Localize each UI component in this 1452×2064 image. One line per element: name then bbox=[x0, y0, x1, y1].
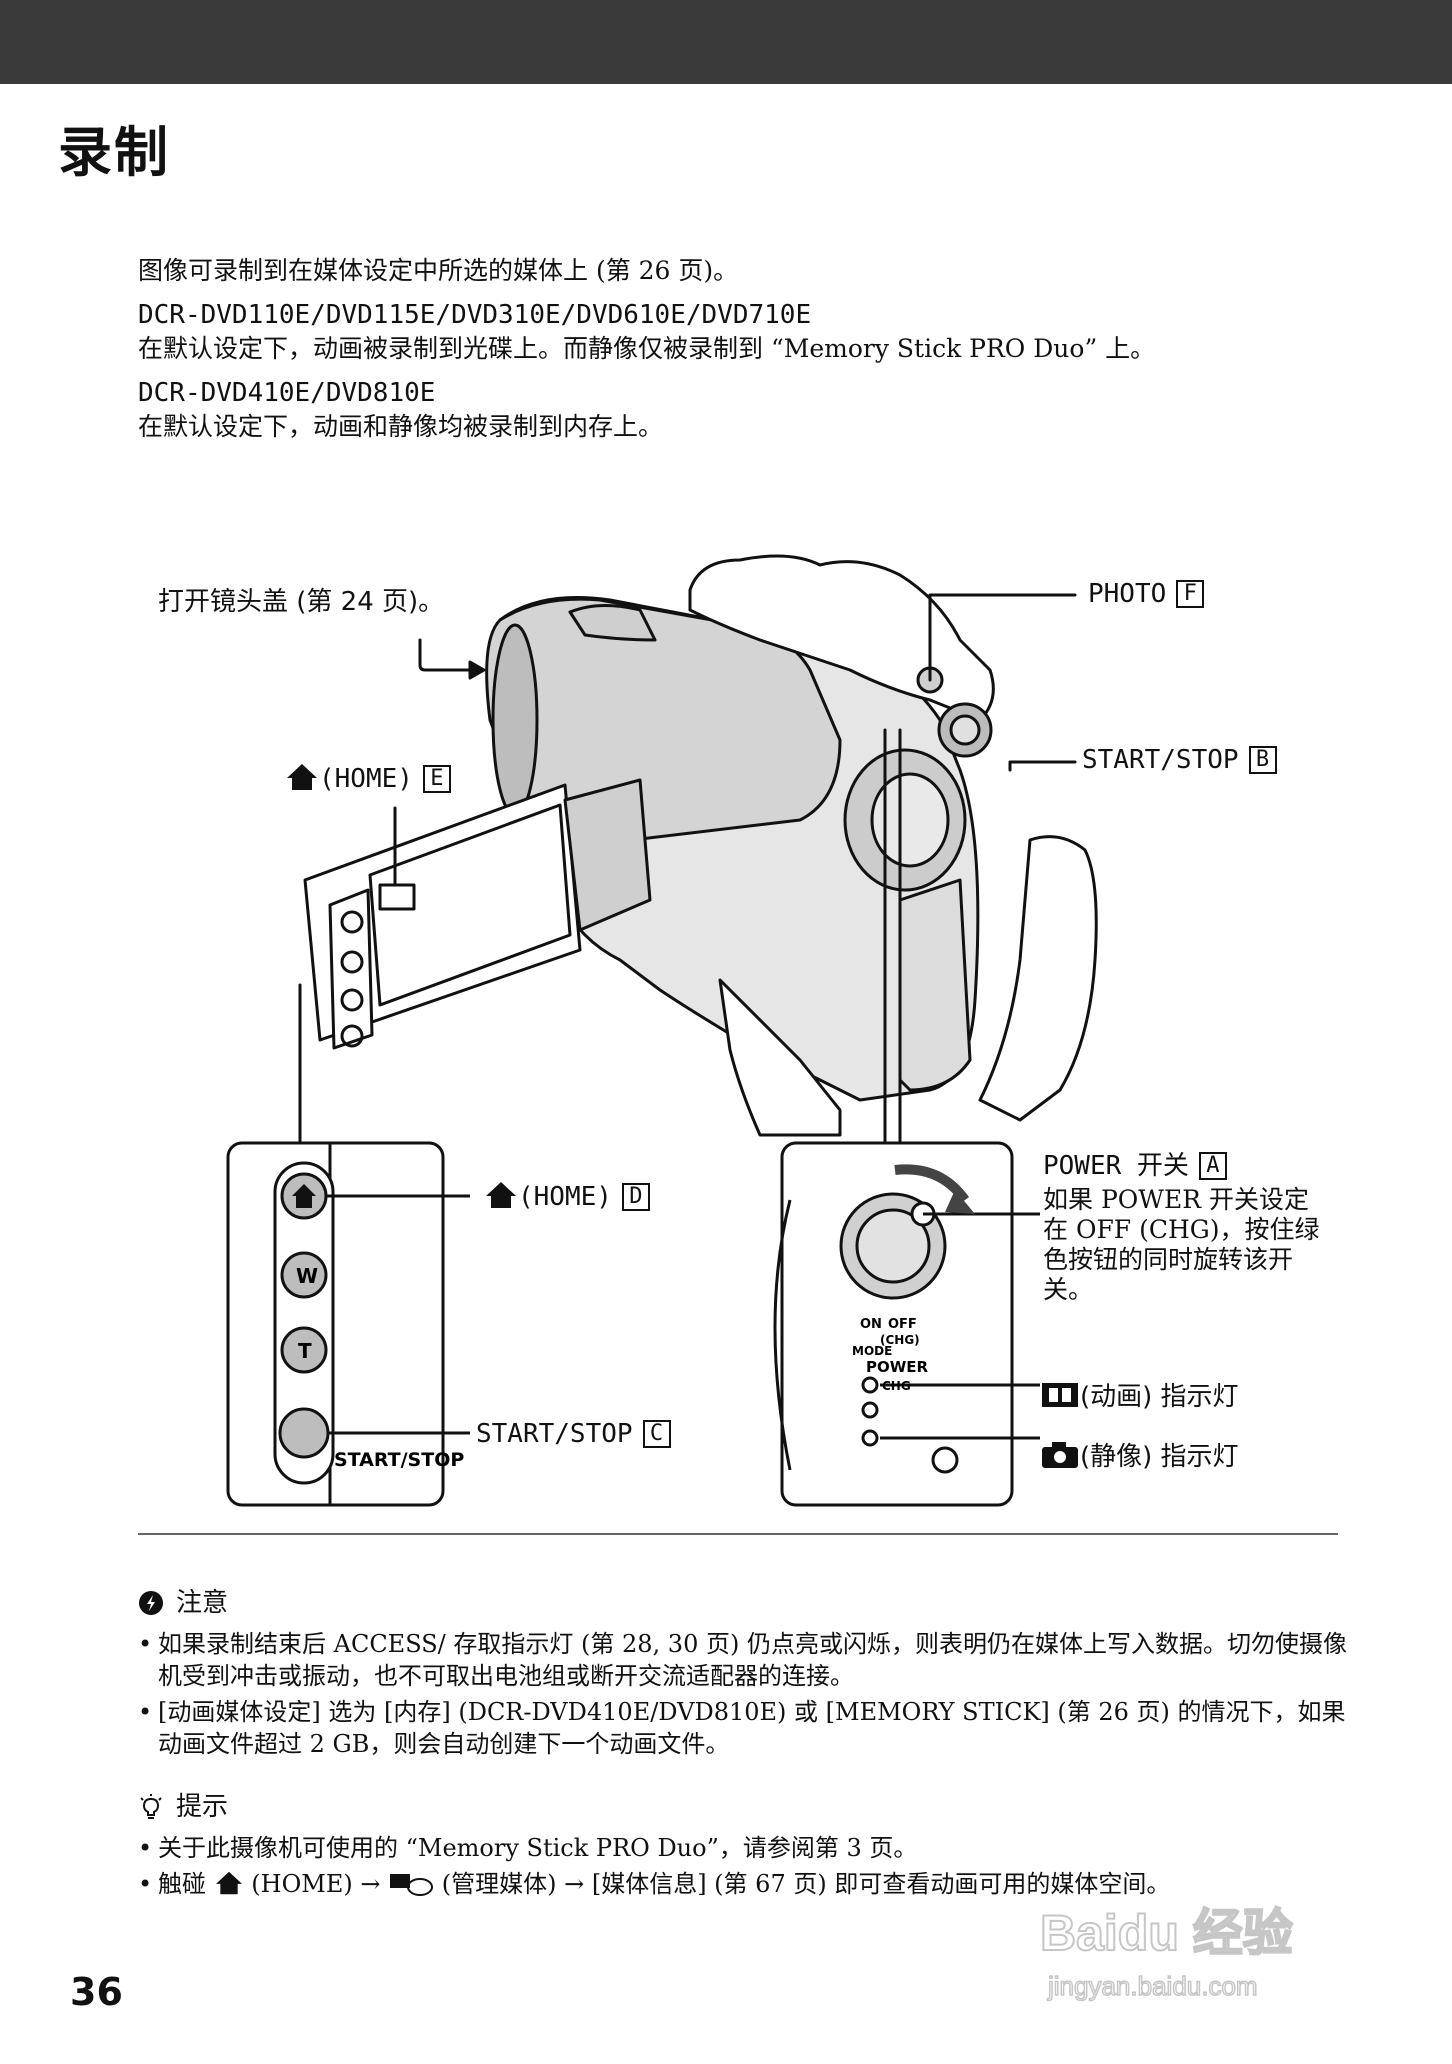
tip-item: •关于此摄像机可使用的 “Memory Stick PRO Duo”，请参阅第 … bbox=[138, 1834, 918, 1862]
dial-chg: (CHG) bbox=[880, 1333, 920, 1347]
film-icon bbox=[1042, 1383, 1078, 1407]
model-group-1: DCR-DVD110E/DVD115E/DVD310E/DVD610E/DVD7… bbox=[138, 300, 812, 330]
still-lamp-label: (静像) 指示灯 bbox=[1040, 1440, 1239, 1473]
tips-heading: 提示 bbox=[138, 1790, 1348, 1824]
home-icon bbox=[486, 1182, 516, 1208]
top-bar bbox=[0, 0, 1452, 84]
dial-off: OFF bbox=[888, 1317, 917, 1332]
tip-item: • 触碰 (HOME) → (管理媒体) → [媒体信息] (第 67 页) 即… bbox=[138, 1870, 1171, 1898]
separator bbox=[138, 1533, 1338, 1535]
movie-lamp-label: (动画) 指示灯 bbox=[1040, 1380, 1239, 1413]
page-title: 录制 bbox=[58, 121, 170, 184]
intro-line: 图像可录制到在媒体设定中所选的媒体上 (第 26 页)。 bbox=[138, 256, 739, 285]
chg-label: CHG bbox=[882, 1379, 911, 1393]
lightbulb-icon bbox=[140, 1794, 162, 1819]
model-group-2: DCR-DVD410E/DVD810E bbox=[138, 378, 436, 408]
dial-on: ON bbox=[860, 1317, 882, 1332]
home-icon bbox=[215, 1871, 242, 1895]
lens-cover-label: 打开镜头盖 (第 24 页)。 bbox=[158, 587, 445, 617]
svg-text:jingyan.baidu.com: jingyan.baidu.com bbox=[1047, 1971, 1258, 2001]
home-icon bbox=[287, 764, 317, 790]
power-switch-desc: 如果 POWER 开关设定在 OFF (CHG)，按住绿色按钮的同时旋转该开关。 bbox=[1043, 1185, 1320, 1304]
note-item: •[动画媒体设定] 选为 [内存] (DCR-DVD410E/DVD810E) … bbox=[138, 1698, 1346, 1758]
notes-heading: 注意 bbox=[138, 1586, 1348, 1620]
notes-section: 注意 •如果录制结束后 ACCESS/ 存取指示灯 (第 28, 30 页) 仍… bbox=[138, 1586, 1348, 1764]
manage-media-icon bbox=[390, 1874, 434, 1896]
svg-text:Baidu 经验: Baidu 经验 bbox=[1040, 1905, 1293, 1961]
baidu-watermark: Baidu 经验 jingyan.baidu.com bbox=[1039, 1904, 1294, 2002]
w-button-label: W bbox=[296, 1264, 318, 1288]
dial-mode: MODE bbox=[852, 1344, 892, 1358]
model-group-1-text: 在默认设定下，动画被录制到光碟上。而静像仅被录制到 “Memory Stick … bbox=[138, 334, 1156, 363]
note-item: •如果录制结束后 ACCESS/ 存取指示灯 (第 28, 30 页) 仍点亮或… bbox=[138, 1630, 1347, 1690]
caution-icon bbox=[139, 1591, 163, 1615]
intro: 图像可录制到在媒体设定中所选的媒体上 (第 26 页)。 DCR-DVD110E… bbox=[138, 254, 1338, 444]
camcorder-diagram: OFF (CHG) ON MODE POWER CHG W T START/ST… bbox=[226, 554, 1098, 1507]
tips-section: 提示 •关于此摄像机可使用的 “Memory Stick PRO Duo”，请参… bbox=[138, 1790, 1348, 1904]
page-number: 36 bbox=[70, 1970, 123, 2014]
dial-power: POWER bbox=[866, 1358, 929, 1376]
home-e-label: (HOME)E bbox=[285, 762, 451, 795]
start-stop-button-label: START/STOP bbox=[334, 1449, 464, 1471]
t-button-label: T bbox=[298, 1339, 312, 1363]
camera-icon bbox=[1042, 1442, 1078, 1468]
model-group-2-text: 在默认设定下，动画和静像均被录制到内存上。 bbox=[138, 412, 664, 441]
home-d-label: (HOME)D bbox=[484, 1180, 650, 1213]
